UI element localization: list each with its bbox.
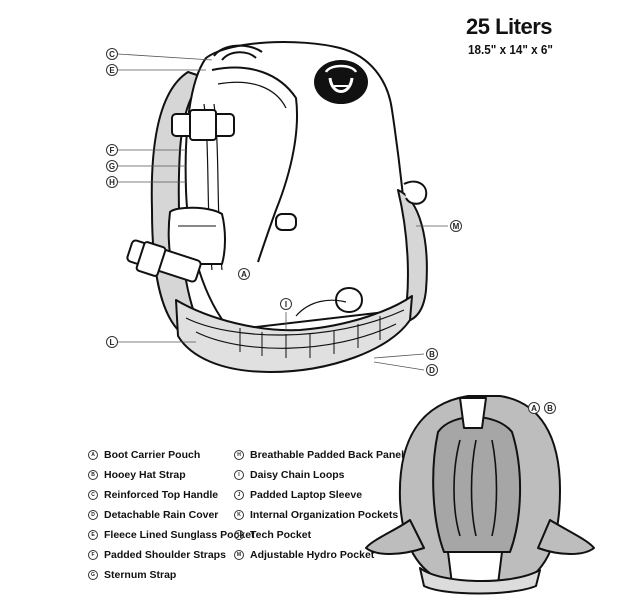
legend-key: D	[88, 510, 98, 520]
legend-key: F	[88, 550, 98, 560]
callout-marker: M	[450, 220, 462, 232]
legend-label: Adjustable Hydro Pocket	[250, 549, 375, 561]
callout-marker: H	[106, 176, 118, 188]
legend-label: Detachable Rain Cover	[104, 509, 219, 521]
callout-letter: H	[109, 178, 115, 187]
callout-marker: A	[238, 268, 250, 280]
legend-item: L Tech Pocket	[234, 529, 311, 541]
legend-item: M Adjustable Hydro Pocket	[234, 549, 374, 561]
callout-letter: C	[109, 50, 115, 59]
callout-letter: I	[285, 300, 287, 309]
legend-item: H Breathable Padded Back Panel	[234, 449, 404, 461]
legend-label: Fleece Lined Sunglass Pocket	[104, 529, 255, 541]
legend-item: J Padded Laptop Sleeve	[234, 489, 362, 501]
callout-markers: C E F G H A I L B D M A B	[106, 48, 556, 414]
callout-lines	[117, 53, 448, 371]
callout-marker: F	[106, 144, 118, 156]
callout-letter: G	[109, 162, 115, 171]
legend-item: D Detachable Rain Cover	[88, 509, 218, 521]
callout-marker: B	[544, 402, 556, 414]
legend-key: I	[234, 470, 244, 480]
callout-letter: A	[241, 270, 247, 279]
callout-letter: F	[110, 146, 115, 155]
callout-marker: C	[106, 48, 118, 60]
legend-key: M	[234, 550, 244, 560]
dimensions-subtitle: 18.5" x 14" x 6"	[468, 42, 553, 57]
capacity-title: 25 Liters	[466, 14, 553, 39]
callout-letter: D	[429, 366, 435, 375]
legend-key: E	[88, 530, 98, 540]
legend-label: Hooey Hat Strap	[104, 469, 186, 481]
legend-key: B	[88, 470, 98, 480]
callout-letter: A	[531, 404, 537, 413]
callout-marker: E	[106, 64, 118, 76]
legend-label: Padded Laptop Sleeve	[250, 489, 363, 501]
callout-letter: E	[109, 66, 115, 75]
legend-key: A	[88, 450, 98, 460]
legend-key: J	[234, 490, 244, 500]
legend-label: Boot Carrier Pouch	[104, 449, 201, 461]
legend-key: C	[88, 490, 98, 500]
legend-label: Padded Shoulder Straps	[104, 549, 226, 561]
legend-label: Reinforced Top Handle	[104, 489, 219, 501]
legend-item: K Internal Organization Pockets	[234, 509, 398, 521]
backpack-back-illustration	[365, 395, 595, 595]
callout-marker: I	[280, 298, 292, 310]
callout-marker: A	[528, 402, 540, 414]
legend-key: K	[234, 510, 244, 520]
hooey-horseshoe-logo	[314, 60, 368, 104]
legend-item: F Padded Shoulder Straps	[88, 549, 226, 561]
callout-marker: L	[106, 336, 118, 348]
callout-letter: B	[429, 350, 435, 359]
legend-label: Sternum Strap	[104, 569, 177, 581]
legend-label: Daisy Chain Loops	[250, 469, 345, 481]
legend-key: H	[234, 450, 244, 460]
legend-item: G Sternum Strap	[88, 569, 176, 581]
legend-key: L	[234, 530, 244, 540]
callout-letter: M	[453, 222, 460, 231]
legend-item: E Fleece Lined Sunglass Pocket	[88, 529, 255, 541]
legend-label: Internal Organization Pockets	[250, 509, 399, 521]
callout-marker: B	[426, 348, 438, 360]
legend-item: B Hooey Hat Strap	[88, 469, 186, 481]
callout-letter: L	[110, 338, 115, 347]
legend-label: Breathable Padded Back Panel	[250, 449, 405, 461]
legend-item: A Boot Carrier Pouch	[88, 449, 200, 461]
legend-label: Tech Pocket	[250, 529, 312, 541]
callout-letter: B	[547, 404, 553, 413]
legend-key: G	[88, 570, 98, 580]
legend-item: C Reinforced Top Handle	[88, 489, 218, 501]
legend-item: I Daisy Chain Loops	[234, 469, 345, 481]
callout-marker: G	[106, 160, 118, 172]
backpack-front-illustration	[126, 41, 428, 373]
callout-marker: D	[426, 364, 438, 376]
